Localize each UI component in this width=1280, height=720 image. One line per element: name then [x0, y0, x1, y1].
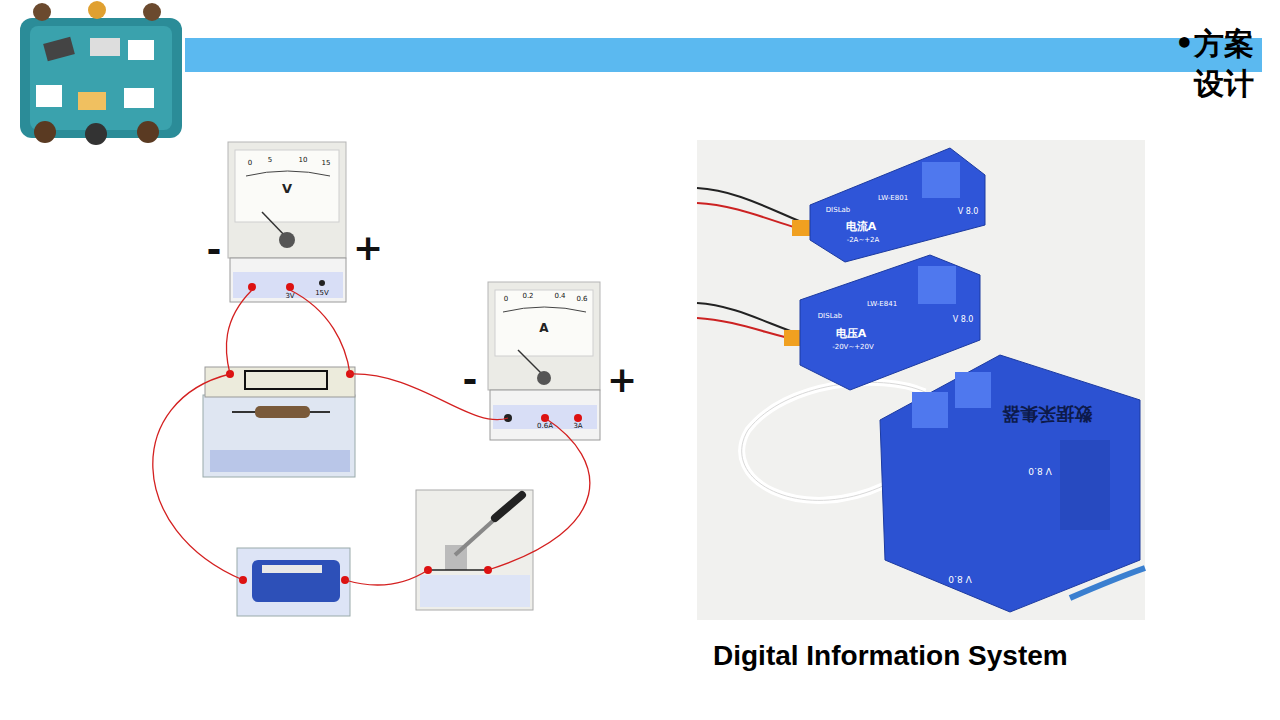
range-label: 3V: [285, 293, 294, 300]
ammeter: [488, 282, 600, 440]
node-text: -2A~+2A: [847, 236, 880, 244]
model-label: LW-E801: [878, 195, 908, 202]
polarity-sign: -: [463, 362, 478, 398]
data-collector: [880, 355, 1140, 612]
circuit-wires: [153, 290, 590, 585]
node-text: -20V~+20V: [832, 343, 874, 351]
node-text: 电流A: [846, 219, 877, 234]
version-label: V 8.0: [958, 208, 979, 216]
photo-background: [697, 140, 1145, 620]
scale-number: 5: [268, 157, 272, 164]
scale-number: 0.4: [554, 293, 565, 300]
voltmeter: [228, 142, 346, 302]
current-sensor: 电流A -2A~+2A: [805, 145, 990, 265]
scale-number: 10: [299, 157, 308, 164]
brand-label: DISLab: [826, 207, 851, 214]
range-label: 0.6A: [537, 423, 553, 430]
caption: Digital Information System: [713, 640, 1068, 672]
version-label: V 8.0: [953, 316, 974, 324]
header-icon: [20, 1, 182, 145]
switch: [416, 490, 533, 610]
polarity-sign: +: [607, 362, 637, 398]
resistor-box: [203, 367, 355, 477]
current-sensor: [810, 148, 985, 262]
header-bar: [185, 38, 1262, 72]
range-label: 15V: [315, 290, 329, 297]
data-collector: 数据采集器: [875, 350, 1145, 615]
polarity-sign: -: [207, 232, 222, 268]
node-text: V: [282, 181, 292, 196]
brand-label: DISLab: [818, 313, 843, 320]
range-label: 3A: [573, 423, 582, 430]
version-label: V 8.0: [1028, 466, 1051, 475]
slide-title: •方案 设计: [1148, 24, 1254, 104]
polarity-sign: +: [353, 230, 383, 266]
node-text: 数据采集器: [1002, 402, 1092, 426]
voltage-sensor: [800, 255, 980, 390]
version-label: V 8.0: [948, 574, 971, 583]
battery: [237, 548, 350, 616]
scale-number: 0.2: [522, 293, 533, 300]
scale-number: 0.6: [576, 296, 587, 303]
scale-number: 15: [322, 160, 331, 167]
node-text: 电压A: [836, 326, 867, 341]
scale-number: 0: [248, 160, 252, 167]
scale-number: 0: [504, 296, 508, 303]
model-label: LW-E841: [867, 301, 897, 308]
node-text: A: [539, 321, 548, 335]
